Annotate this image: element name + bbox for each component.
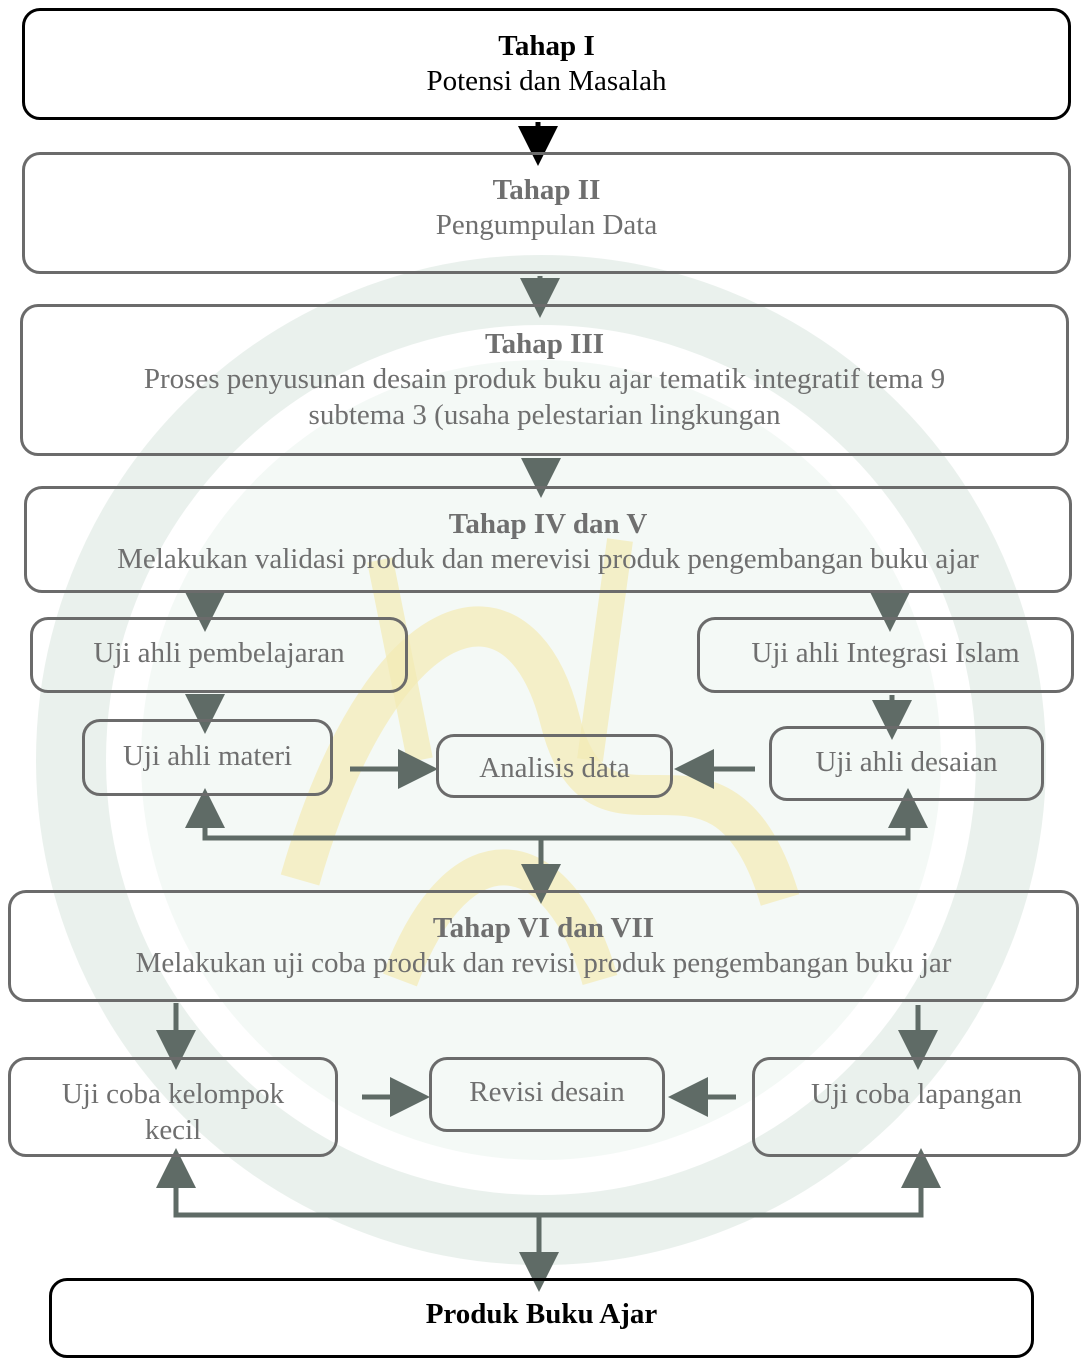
uji-integrasi-label: Uji ahli Integrasi Islam [751,637,1020,669]
stage-2-box: Tahap II Pengumpulan Data [22,152,1071,274]
final-product-title: Produk Buku Ajar [425,1298,658,1330]
uji-kelompok-box: Uji coba kelompok kecil [8,1057,338,1157]
uji-materi-box: Uji ahli materi [82,719,333,796]
stage-3-box: Tahap III Proses penyusunan desain produ… [20,304,1069,456]
uji-kelompok-line2: kecil [144,1114,202,1146]
uji-integrasi-box: Uji ahli Integrasi Islam [697,617,1074,693]
stage-45-box: Tahap IV dan V Melakukan validasi produk… [24,486,1072,593]
uji-lapangan-label: Uji coba lapangan [811,1078,1022,1110]
uji-materi-label: Uji ahli materi [122,740,293,772]
analisis-data-box: Analisis data [436,734,673,798]
stage-2-text: Pengumpulan Data [435,209,658,241]
uji-pembelajaran-box: Uji ahli pembelajaran [30,617,408,693]
uji-desain-box: Uji ahli desaian [769,726,1044,801]
analisis-data-label: Analisis data [479,752,630,784]
stage-67-text: Melakukan uji coba produk dan revisi pro… [135,947,952,979]
uji-desain-label: Uji ahli desaian [815,746,998,778]
revisi-desain-box: Revisi desain [429,1057,665,1132]
uji-lapangan-box: Uji coba lapangan [752,1057,1081,1157]
stage-45-text: Melakukan validasi produk dan merevisi p… [117,543,979,575]
revisi-desain-label: Revisi desain [469,1076,625,1108]
stage-3-text-line2: subtema 3 (usaha pelestarian lingkungan [308,399,781,431]
stage-3-title: Tahap III [484,328,605,360]
stage-67-title: Tahap VI dan VII [432,912,655,944]
stage-3-text-line1: Proses penyusunan desain produk buku aja… [143,363,946,395]
stage-1-box: Tahap I Potensi dan Masalah [22,8,1071,120]
stage-1-title: Tahap I [498,30,595,62]
stage-2-title: Tahap II [492,174,601,206]
stage-1-text: Potensi dan Masalah [426,65,667,97]
final-product-box: Produk Buku Ajar [49,1278,1034,1358]
stage-67-box: Tahap VI dan VII Melakukan uji coba prod… [8,890,1079,1002]
uji-pembelajaran-label: Uji ahli pembelajaran [93,637,345,669]
uji-kelompok-line1: Uji coba kelompok [61,1078,285,1110]
stage-45-title: Tahap IV dan V [448,508,648,540]
